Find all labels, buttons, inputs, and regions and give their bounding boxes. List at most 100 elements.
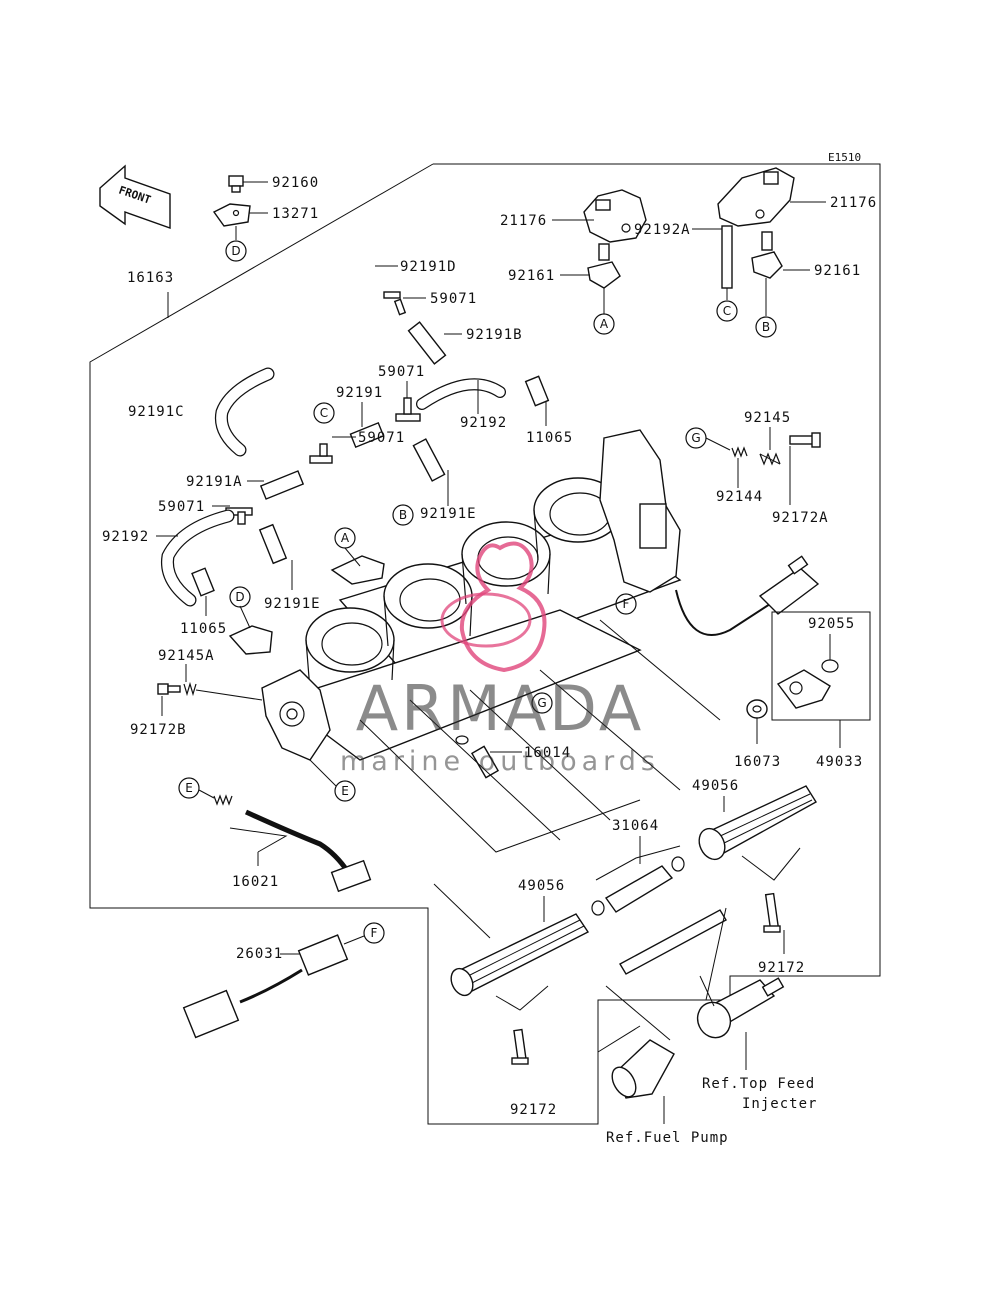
hose-92191E-low-icon [258, 523, 288, 565]
part-label-92172B: 92172B [130, 722, 187, 738]
part-label-31064: 31064 [612, 818, 659, 834]
joint-59071-mid-icon [395, 397, 421, 422]
joint-59071-top-icon [383, 291, 407, 316]
fuel-pump-connector-icon [611, 1039, 675, 1099]
part-label-21176-left: 21176 [500, 213, 547, 229]
ref-top-feed-line2: Injecter [742, 1096, 817, 1112]
part-label-92191C: 92191C [128, 404, 185, 420]
part-label-92161-right: 92161 [814, 263, 861, 279]
part-label-16073: 16073 [734, 754, 781, 770]
part-label-92191D: 92191D [400, 259, 457, 275]
part-label-92160: 92160 [272, 175, 319, 191]
part-label-92191A: 92191A [186, 474, 243, 490]
part-label-16014: 16014 [524, 745, 571, 761]
hose-92191B-icon [407, 321, 447, 365]
part-label-26031: 26031 [236, 946, 283, 962]
fuel-rail-49056-right-icon [698, 785, 817, 861]
hose-92192-top-icon [417, 379, 505, 409]
part-label-59071-mid: 59071 [378, 364, 425, 380]
joint-59071-b-icon [309, 443, 333, 464]
part-label-92144: 92144 [716, 489, 763, 505]
hose-92191A-icon [259, 470, 305, 500]
part-label-92055: 92055 [808, 616, 855, 632]
diagram-code: E1510 [828, 151, 861, 164]
spring-16021-icon [213, 794, 233, 806]
hose-92192A-icon [721, 225, 733, 289]
screw-92172A-icon [789, 432, 821, 448]
throttle-body-assembly [261, 429, 682, 761]
screw-92172-bottom-icon [511, 1028, 529, 1065]
bracket-13271-icon [212, 203, 251, 227]
part-label-92191B: 92191B [466, 327, 523, 343]
hose-92191C-icon [216, 368, 274, 456]
part-label-92191E-low: 92191E [264, 596, 321, 612]
callout-E-left: E [178, 777, 200, 799]
part-label-92172A: 92172A [772, 510, 829, 526]
part-label-92192A: 92192A [634, 222, 691, 238]
callout-A-mid: A [334, 527, 356, 549]
svg-text:G: G [691, 431, 700, 445]
callout-B-mid: B [392, 504, 414, 526]
callout-D-mid: D [229, 586, 251, 608]
sensor-21176-right-icon [717, 167, 795, 279]
part-label-92145A: 92145A [158, 648, 215, 664]
cap-16073-icon [746, 699, 768, 719]
part-label-59071-b: 59071 [358, 430, 405, 446]
part-label-49056-left: 49056 [518, 878, 565, 894]
svg-text:A: A [341, 531, 350, 545]
oring-92055-icon [821, 659, 839, 673]
part-label-92191: 92191 [336, 385, 383, 401]
callout-F-low: F [363, 922, 385, 944]
injector-seal-16014-icon [455, 735, 500, 779]
assembly-frame [89, 163, 881, 1125]
part-label-16163: 16163 [127, 270, 174, 286]
svg-text:C: C [320, 406, 328, 420]
ref-fuel-pump: Ref.Fuel Pump [606, 1130, 729, 1146]
part-label-92145: 92145 [744, 410, 791, 426]
callout-A-top: A [593, 313, 615, 335]
callout-E-mid: E [334, 780, 356, 802]
spring-92145-icon [759, 452, 781, 466]
connector-16021-icon [330, 859, 372, 893]
bolt-92160-icon [228, 175, 244, 193]
callout-D-top: D [225, 240, 247, 262]
bracket-A-icon [330, 555, 385, 585]
callout-G-mid: G [531, 692, 553, 714]
svg-text:A: A [600, 317, 609, 331]
part-label-49033: 49033 [816, 754, 863, 770]
spring-92144-icon [731, 446, 748, 458]
part-label-92172-bottom: 92172 [510, 1102, 557, 1118]
top-feed-injector-connector-icon [696, 977, 785, 1039]
callout-F-mid: F [615, 593, 637, 615]
callout-G-right: G [685, 427, 707, 449]
svg-text:F: F [371, 926, 378, 940]
svg-text:B: B [399, 508, 407, 522]
screw-92172-right-icon [763, 892, 781, 933]
part-label-92191E-mid: 92191E [420, 506, 477, 522]
front-direction-arrow: FRONT [99, 164, 171, 229]
svg-text:F: F [623, 597, 630, 611]
part-label-16021: 16021 [232, 874, 279, 890]
harness-26031-icon [182, 934, 349, 1039]
watermark-anchor-icon [459, 541, 547, 673]
hose-92191-icon [349, 421, 385, 449]
svg-text:B: B [762, 320, 770, 334]
part-label-21176-right: 21176 [830, 195, 877, 211]
bracket-D-icon [228, 625, 273, 655]
ref-top-feed-line1: Ref.Top Feed [702, 1076, 815, 1092]
svg-text:E: E [341, 784, 349, 798]
svg-text:D: D [231, 244, 240, 258]
callout-C-top: C [716, 300, 738, 322]
screw-92172B-icon [157, 683, 181, 695]
part-label-11065-low: 11065 [180, 621, 227, 637]
part-label-59071-c: 59071 [158, 499, 205, 515]
part-label-92161-left: 92161 [508, 268, 555, 284]
part-label-49056-right: 49056 [692, 778, 739, 794]
connector-F-icon [758, 555, 820, 615]
watermark-logo: ARMADA marine outboards [340, 541, 655, 777]
watermark-title: ARMADA [356, 672, 644, 745]
oring-31064-top-icon [671, 856, 685, 872]
part-label-13271: 13271 [272, 206, 319, 222]
svg-text:G: G [537, 696, 546, 710]
cap-11065-top-icon [524, 375, 550, 407]
